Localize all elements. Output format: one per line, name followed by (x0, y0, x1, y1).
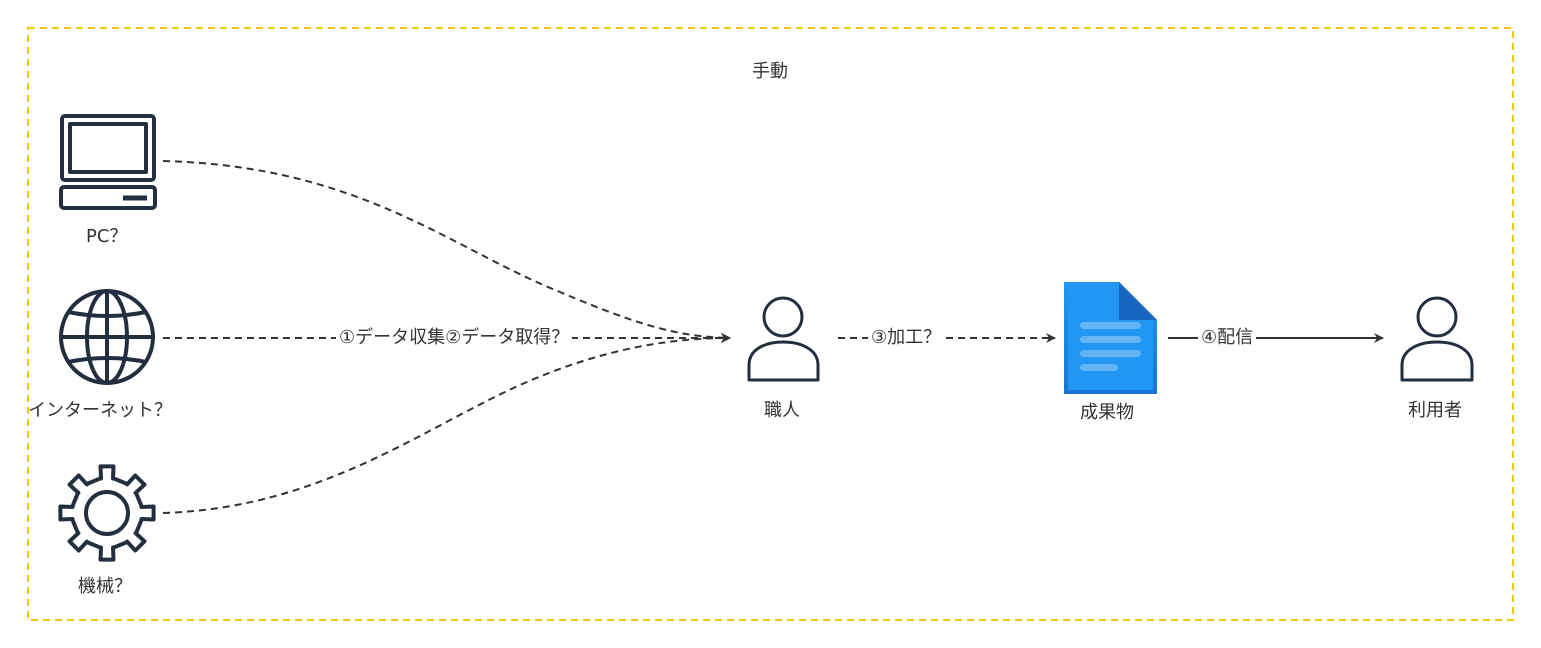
document-icon[interactable] (1064, 282, 1157, 394)
internet-label: インターネット？ (28, 400, 172, 421)
laptop-icon[interactable] (59, 114, 157, 210)
edge-label-deliver: ④配信 (1198, 327, 1257, 349)
edge-label-collect: ①データ収集②データ取得？ (336, 327, 573, 349)
machine-label: 機械？ (78, 576, 132, 597)
craftsman-user-icon[interactable] (747, 296, 820, 382)
gear-icon[interactable] (58, 464, 156, 562)
manual-frame[interactable] (27, 27, 1514, 621)
craftsman-label: 職人 (764, 400, 800, 421)
edge-label-process: ③加工？ (868, 327, 945, 349)
frame-title: 手動 (752, 61, 788, 82)
deliverable-label: 成果物 (1080, 402, 1134, 423)
edge-pc-to-craftsman[interactable] (162, 160, 731, 343)
edge-machine-to-craftsman[interactable] (162, 333, 731, 514)
globe-icon[interactable] (59, 289, 155, 385)
pc-label: PC？ (86, 226, 128, 247)
end-user-icon[interactable] (1400, 296, 1474, 382)
user-label: 利用者 (1408, 400, 1462, 421)
